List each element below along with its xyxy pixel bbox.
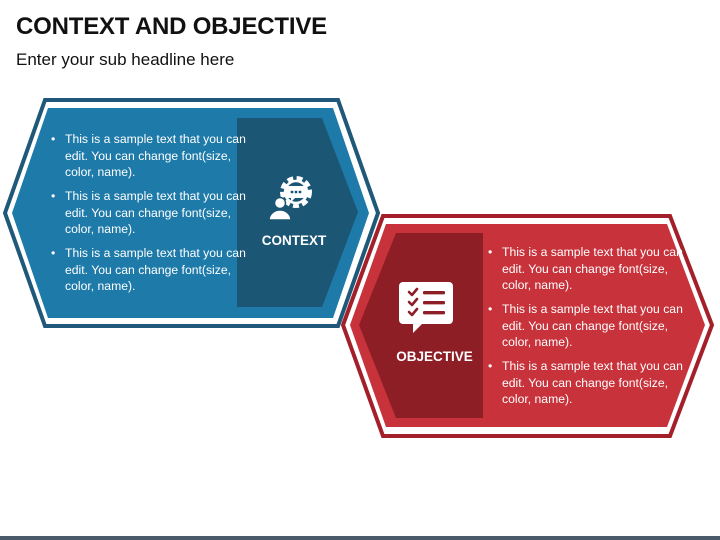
objective-hexagon-outline	[340, 214, 715, 438]
gear-chat-person-icon	[266, 170, 322, 227]
context-bullet: This is a sample text that you can edit.…	[47, 245, 247, 295]
objective-label-panel	[359, 233, 483, 418]
context-hexagon-outline	[2, 98, 381, 328]
context-bullet: This is a sample text that you can edit.…	[47, 131, 247, 181]
checklist-speech-bubble-icon	[399, 280, 457, 341]
objective-bullet: This is a sample text that you can edit.…	[484, 301, 684, 351]
context-label-panel	[237, 118, 358, 307]
objective-bullet-list: This is a sample text that you can edit.…	[484, 244, 684, 415]
context-bullet-list: This is a sample text that you can edit.…	[47, 131, 247, 302]
page-subtitle: Enter your sub headline here	[16, 50, 235, 69]
objective-bullet: This is a sample text that you can edit.…	[484, 358, 684, 408]
context-label: CONTEXT	[261, 233, 327, 248]
page-title: CONTEXT AND OBJECTIVE	[16, 13, 327, 40]
context-bullet: This is a sample text that you can edit.…	[47, 188, 247, 238]
bottom-bar	[0, 536, 720, 540]
objective-label: OBJECTIVE	[396, 349, 473, 364]
objective-bullet: This is a sample text that you can edit.…	[484, 244, 684, 294]
